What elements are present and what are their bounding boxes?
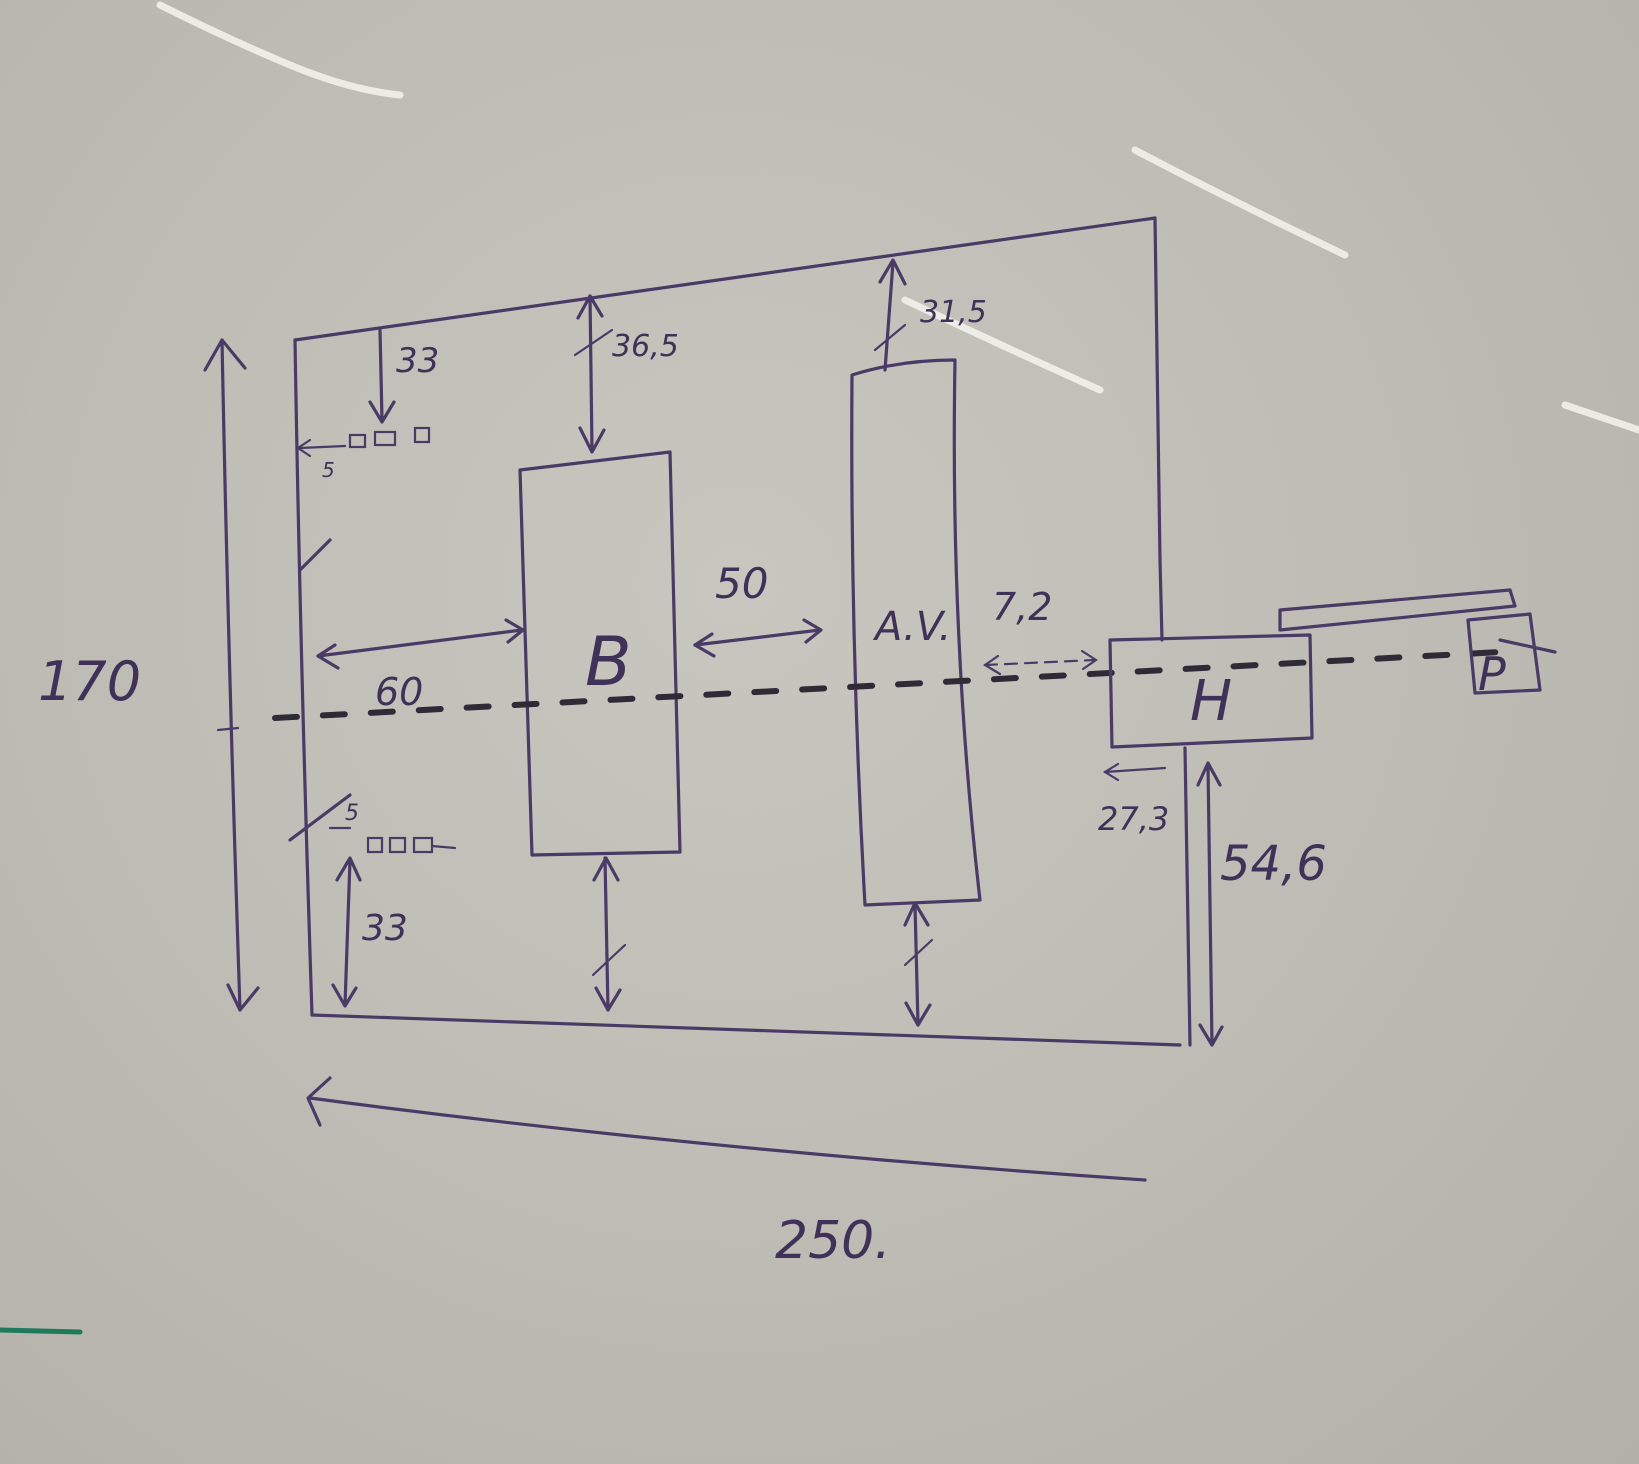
- label-block-h: H: [1190, 669, 1232, 734]
- spacing-arrows: [316, 618, 1098, 676]
- block-av: [850, 258, 982, 1027]
- room-outline: [293, 216, 1182, 1047]
- label-small-offset-bottom: 5: [345, 801, 359, 826]
- width-dimension: [306, 1076, 1147, 1182]
- label-height-total: 170: [38, 650, 141, 713]
- label-b-to-av: 50: [715, 559, 768, 608]
- label-av-top-gap: 31,5: [920, 295, 987, 330]
- bottom-left-components: [288, 793, 457, 1008]
- centre-axis: [272, 649, 1503, 721]
- label-bottom-left-gap: 33: [362, 908, 408, 949]
- label-block-av: A.V.: [872, 604, 951, 650]
- block-h: [1102, 558, 1314, 1047]
- label-b-top-gap: 36,5: [612, 329, 679, 364]
- green-mark: [0, 1327, 83, 1335]
- label-h-height: 54,6: [1220, 836, 1327, 892]
- end-device: [1278, 588, 1557, 695]
- label-left-to-b: 60: [375, 670, 423, 714]
- label-h-offset: 27,3: [1098, 800, 1169, 838]
- label-top-left-gap: 33: [396, 341, 439, 381]
- top-left-components: [296, 328, 431, 572]
- label-block-b: B: [585, 623, 632, 702]
- height-dimension: [203, 338, 260, 1012]
- label-av-to-h: 7,2: [992, 585, 1052, 629]
- label-small-offset-top: 5: [322, 458, 335, 482]
- block-b: [518, 294, 682, 1012]
- label-width-total: 250.: [775, 1211, 891, 1271]
- label-end-symbol: P: [1478, 647, 1506, 701]
- glare-reflections: [156, 1, 1639, 434]
